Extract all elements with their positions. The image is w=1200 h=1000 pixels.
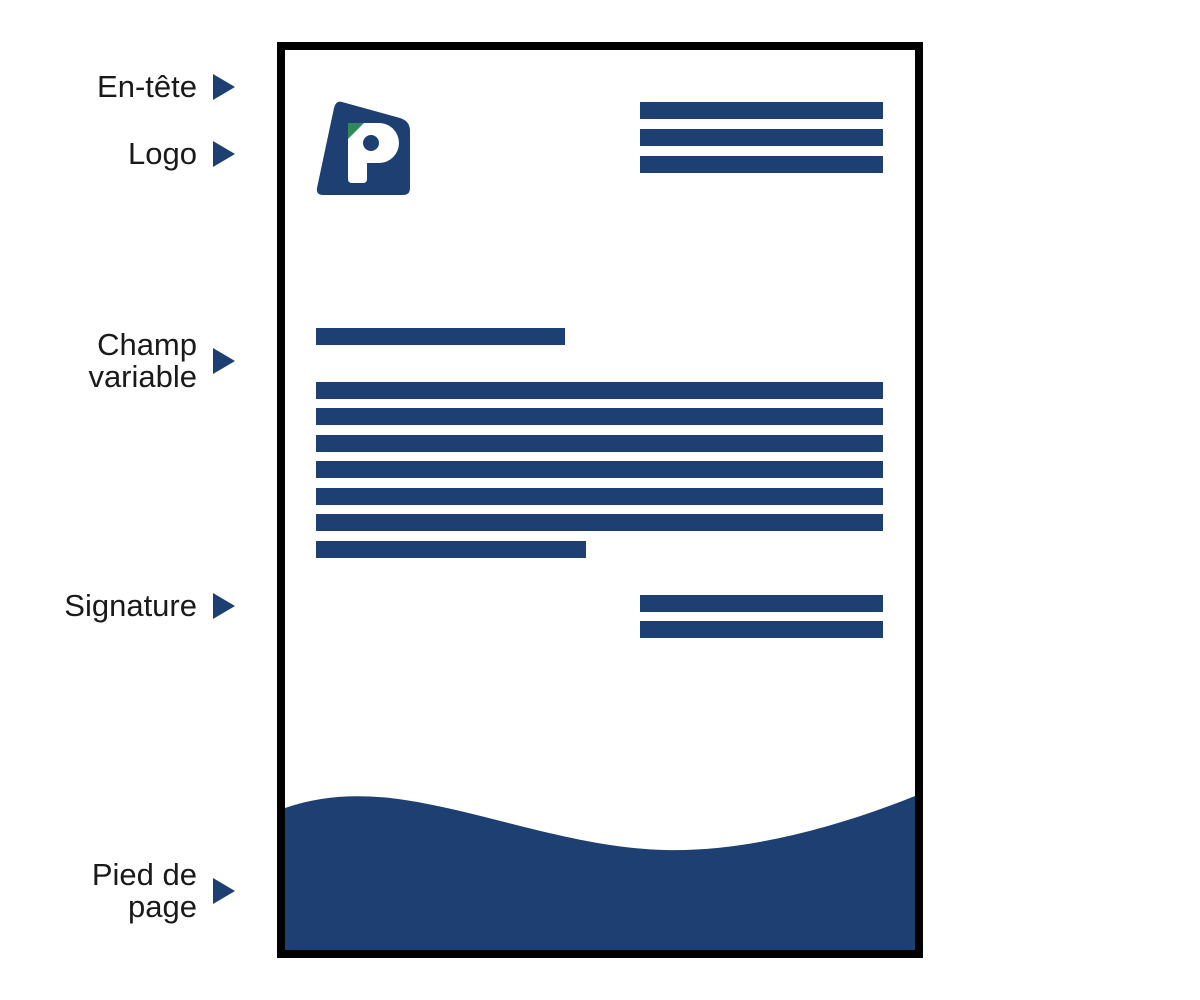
arrow-right-icon [213,593,235,619]
label-header-text: En-tête [97,69,197,104]
signature-line [640,621,883,638]
label-signature-text: Signature [64,588,197,623]
label-signature: Signature [0,585,240,627]
body-line [316,435,883,452]
arrow-right-icon [213,141,235,167]
body-line [316,408,883,425]
label-footer: Pied de page [0,850,240,932]
variable-field-line [316,328,565,345]
header-line [640,156,883,173]
body-line [316,382,883,399]
label-header: En-tête [0,66,240,108]
header-line [640,102,883,119]
label-variable-field-text: Champ variable [88,327,197,394]
label-logo-text: Logo [128,136,197,171]
signature-line [640,595,883,612]
body-line [316,461,883,478]
body-line [316,541,586,558]
logo-icon [316,101,410,195]
logo-letter-p [348,123,399,183]
logo-p-hole [363,135,379,151]
footer-wave [285,796,915,950]
arrow-right-icon [213,878,235,904]
arrow-right-icon [213,74,235,100]
label-variable-field: Champ variable [0,320,240,402]
document-page [277,42,923,958]
arrow-right-icon [213,348,235,374]
header-line [640,129,883,146]
label-logo: Logo [0,133,240,175]
body-line [316,514,883,531]
label-footer-text: Pied de page [91,857,197,924]
body-line [316,488,883,505]
logo-accent-triangle [348,123,364,139]
